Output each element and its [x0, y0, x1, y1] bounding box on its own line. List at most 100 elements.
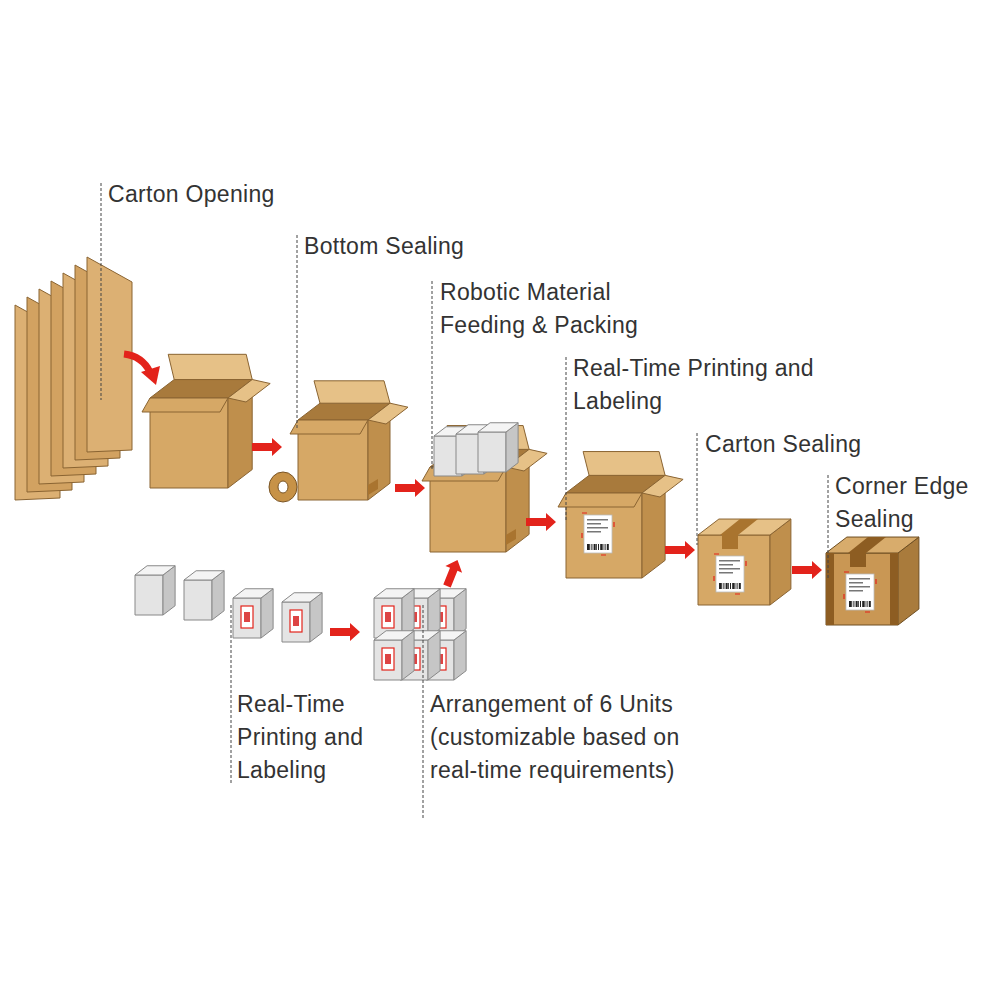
- front-face: [698, 535, 770, 605]
- barcode-bar: [719, 583, 721, 589]
- opened-carton: [142, 354, 270, 488]
- barcode-bar: [734, 583, 735, 589]
- flow-arrow: [526, 513, 556, 531]
- flap: [168, 354, 252, 379]
- bottom-tape: [506, 529, 516, 545]
- flap: [142, 398, 228, 412]
- product-unit: [282, 593, 322, 642]
- barcode-bar: [723, 583, 724, 589]
- flow-arrow: [395, 479, 425, 497]
- barcode-bar: [737, 583, 738, 589]
- corner-tape: [826, 553, 834, 625]
- product-unit: [374, 631, 414, 680]
- label-corner: [844, 572, 876, 612]
- product-label-mark: [385, 654, 391, 664]
- barcode-bar: [589, 544, 590, 550]
- step-label: Robotic Material Feeding & Packing: [440, 276, 700, 342]
- barcode-bar: [600, 544, 602, 550]
- product-unit: [184, 571, 224, 620]
- flap: [368, 403, 408, 424]
- label-corner: [714, 554, 746, 594]
- barcode-bar: [596, 544, 597, 550]
- barcode-bar: [730, 583, 731, 589]
- flow-arrow: [141, 366, 160, 385]
- top-face: [478, 423, 518, 432]
- top-face: [184, 571, 224, 580]
- barcode-bar: [849, 601, 851, 607]
- label-line: [587, 527, 608, 529]
- front-face: [233, 598, 261, 638]
- flow-arrow: [395, 479, 425, 497]
- product-unit: [135, 566, 175, 615]
- leader-line: [101, 183, 102, 400]
- label-line: [587, 523, 601, 525]
- flow-arrow: [526, 513, 556, 531]
- flap: [290, 420, 368, 434]
- barcode-bar: [867, 601, 868, 607]
- barcode-bar: [605, 544, 606, 550]
- front-face: [826, 553, 898, 625]
- flap: [642, 475, 683, 497]
- step-label: Real-Time Printing and Labeling: [573, 352, 823, 418]
- product-unit: [400, 631, 440, 680]
- flow-arrow: [665, 541, 695, 559]
- front-tape: [850, 553, 866, 567]
- product-label-mark: [244, 612, 250, 622]
- flap: [558, 493, 642, 507]
- front-face: [184, 580, 212, 620]
- top-face: [374, 589, 414, 598]
- corner-tape: [890, 553, 898, 625]
- flap: [314, 381, 390, 403]
- label-line: [849, 586, 870, 588]
- barcode-bar: [594, 544, 596, 550]
- front-face: [374, 640, 402, 680]
- barcode-bar: [858, 601, 859, 607]
- flow-arrow: [439, 557, 466, 590]
- top-face: [374, 631, 414, 640]
- shipping-label: [716, 556, 744, 592]
- barcode-bar: [862, 601, 864, 607]
- barcode-bar: [591, 544, 592, 550]
- label-line: [849, 578, 870, 580]
- barcode-bar: [851, 601, 852, 607]
- packing-carton: [422, 426, 547, 552]
- top-tape: [720, 519, 758, 535]
- product-label-mark: [293, 616, 299, 626]
- barcode-bar: [853, 601, 854, 607]
- barcode-bar: [860, 601, 861, 607]
- label-line: [849, 582, 863, 584]
- front-face: [135, 575, 163, 615]
- flap: [583, 452, 665, 476]
- product-label: [290, 610, 302, 632]
- leader-line: [828, 475, 829, 580]
- label-line: [719, 560, 740, 562]
- leader-line: [297, 235, 298, 430]
- tape-roll-core: [278, 481, 288, 493]
- barcode-bar: [864, 601, 865, 607]
- step-label: Bottom Sealing: [304, 230, 524, 263]
- barcode-bar: [726, 583, 728, 589]
- flow-arrow: [439, 557, 466, 590]
- barcode-bar: [739, 583, 741, 589]
- front-tape: [722, 535, 738, 549]
- bottom-sealed-carton: [290, 381, 408, 500]
- label-line: [719, 564, 733, 566]
- top-face: [698, 519, 791, 535]
- label-line: [719, 568, 740, 570]
- leader-line: [697, 433, 698, 545]
- label-line: [587, 519, 608, 521]
- final-carton: [826, 537, 919, 625]
- barcode-bar: [598, 544, 599, 550]
- shipping-label: [846, 574, 874, 610]
- label-line: [719, 572, 733, 574]
- labeled-carton: [558, 452, 683, 578]
- front-face: [282, 602, 310, 642]
- product-label: [382, 648, 394, 670]
- top-face: [826, 537, 919, 553]
- barcode-bar: [587, 544, 589, 550]
- step-label: Arrangement of 6 Units (customizable bas…: [430, 688, 700, 787]
- label-line: [849, 590, 863, 592]
- product-unit: [426, 631, 466, 680]
